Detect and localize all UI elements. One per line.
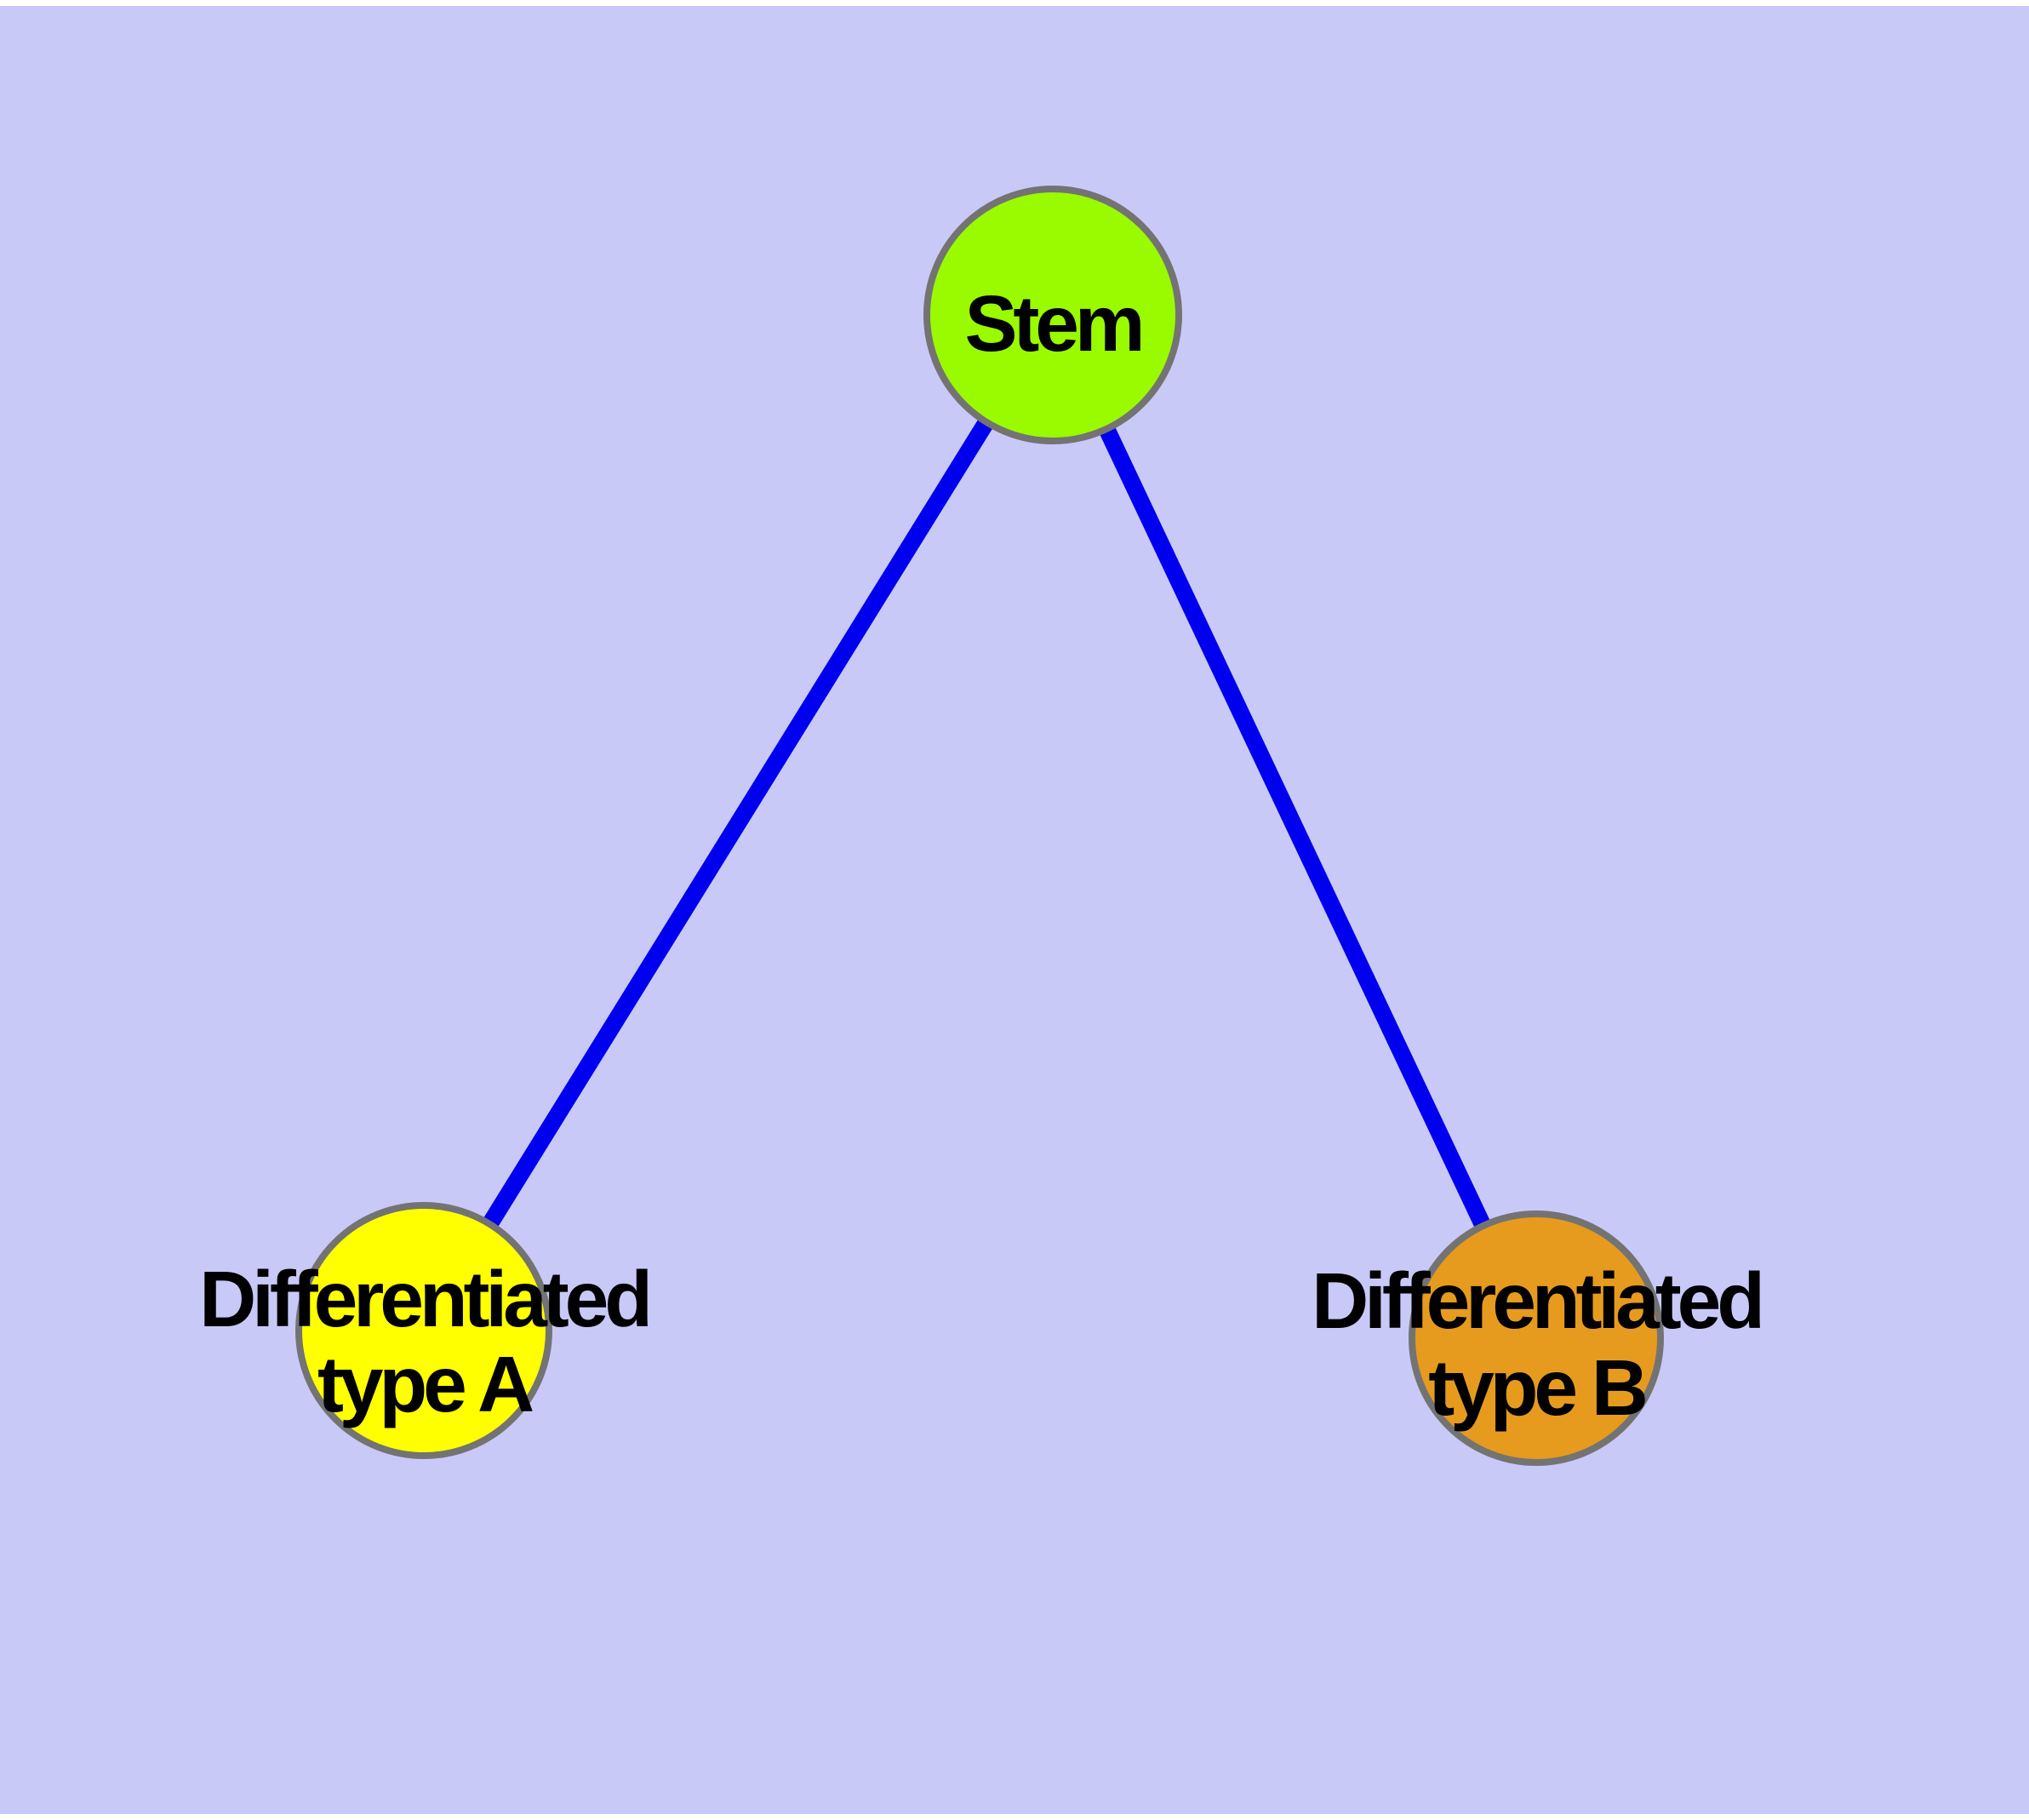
node-label-type-a-line1: Differentiated — [199, 1255, 649, 1343]
node-label-stem: Stem — [965, 279, 1141, 368]
node-differentiated-type-b — [1409, 1210, 1664, 1466]
node-label-type-b-line2: type B — [1428, 1343, 1644, 1432]
edge-stem-to-type-a — [416, 310, 1060, 1336]
edge-stem-to-type-b — [1044, 311, 1545, 1342]
node-differentiated-type-a — [295, 1202, 552, 1459]
node-stem — [923, 186, 1182, 444]
node-label-type-a-line2: type A — [317, 1340, 533, 1428]
node-label-type-b-line1: Differentiated — [1312, 1256, 1761, 1345]
